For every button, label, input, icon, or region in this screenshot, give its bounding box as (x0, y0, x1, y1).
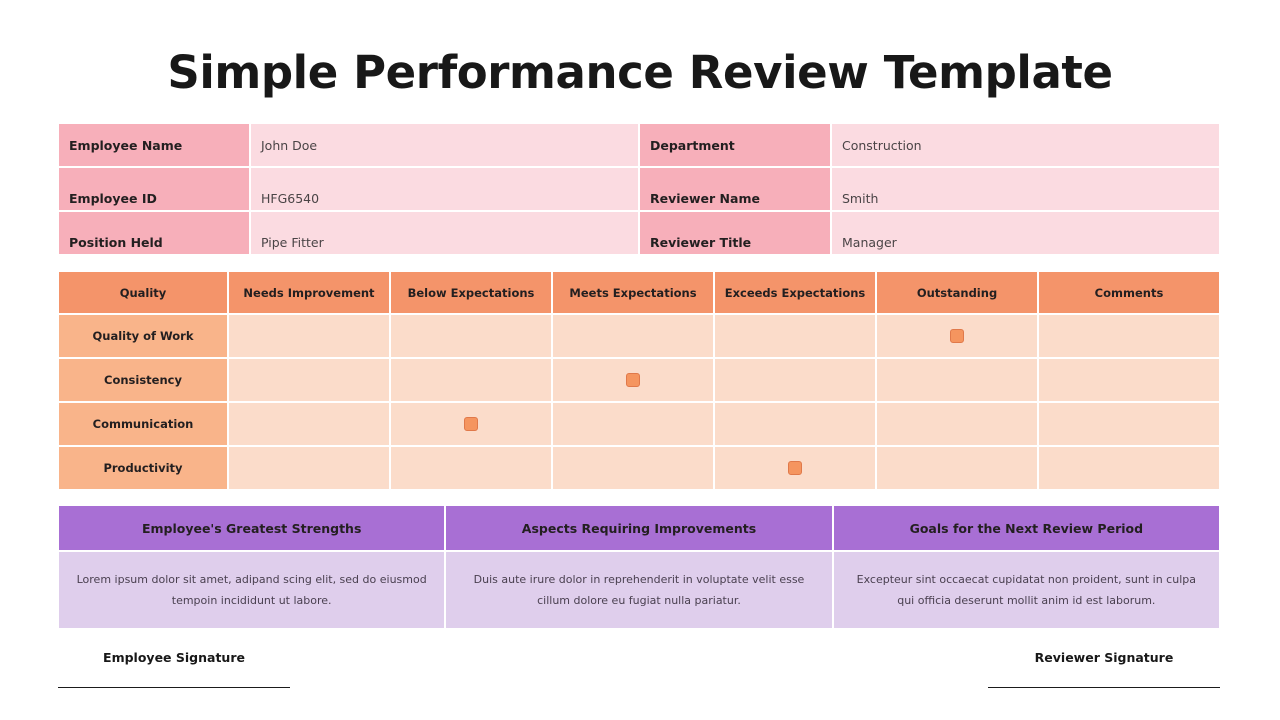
performance-rating-table: Quality Needs Improvement Below Expectat… (59, 272, 1219, 489)
rating-cell-quality-of-work-needs-improvement[interactable] (229, 315, 389, 357)
field-label-reviewer-name: Reviewer Name (640, 168, 830, 210)
row-label-consistency: Consistency (59, 359, 227, 401)
rating-cell-quality-of-work-outstanding[interactable] (877, 315, 1037, 357)
column-header-outstanding: Outstanding (877, 272, 1037, 313)
checkbox-checked-icon[interactable] (464, 417, 478, 431)
field-value-reviewer-name[interactable]: Smith (832, 168, 1219, 210)
info-pair-left: Employee Name John Doe (59, 124, 638, 166)
rating-cell-quality-of-work-below-expectations[interactable] (391, 315, 551, 357)
rating-cell-productivity-needs-improvement[interactable] (229, 447, 389, 489)
rating-cell-quality-of-work-meets-expectations[interactable] (553, 315, 713, 357)
table-row: Communication (59, 403, 1219, 445)
row-label-quality-of-work: Quality of Work (59, 315, 227, 357)
rating-cell-communication-meets-expectations[interactable] (553, 403, 713, 445)
rating-cell-communication-exceeds-expectations[interactable] (715, 403, 875, 445)
column-header-exceeds-expectations: Exceeds Expectations (715, 272, 875, 313)
table-row: Employee ID HFG6540 Reviewer Name Smith (59, 168, 1219, 210)
comments-cell-communication[interactable] (1039, 403, 1219, 445)
panel-aspects-requiring-improvements: Aspects Requiring Improvements Duis aute… (446, 506, 832, 628)
row-label-communication: Communication (59, 403, 227, 445)
field-value-employee-name[interactable]: John Doe (251, 124, 638, 166)
table-row: Consistency (59, 359, 1219, 401)
column-header-needs-improvement: Needs Improvement (229, 272, 389, 313)
table-row: Employee Name John Doe Department Constr… (59, 124, 1219, 166)
panel-goals-next-review-period: Goals for the Next Review Period Excepte… (833, 506, 1219, 628)
rating-cell-consistency-exceeds-expectations[interactable] (715, 359, 875, 401)
table-header-row: Quality Needs Improvement Below Expectat… (59, 272, 1219, 313)
comments-cell-quality-of-work[interactable] (1039, 315, 1219, 357)
info-pair-right: Department Construction (640, 124, 1219, 166)
info-pair-right: Reviewer Title Manager (640, 212, 1219, 254)
table-row: Productivity (59, 447, 1219, 489)
field-label-employee-id: Employee ID (59, 168, 249, 210)
panel-body-goals-next-review-period[interactable]: Excepteur sint occaecat cupidatat non pr… (833, 552, 1219, 628)
reviewer-signature-line[interactable] (988, 687, 1220, 688)
field-label-position-held: Position Held (59, 212, 249, 254)
field-value-department[interactable]: Construction (832, 124, 1219, 166)
rating-cell-consistency-meets-expectations[interactable] (553, 359, 713, 401)
field-value-reviewer-title[interactable]: Manager (832, 212, 1219, 254)
panel-heading-greatest-strengths: Employee's Greatest Strengths (59, 506, 445, 550)
checkbox-checked-icon[interactable] (950, 329, 964, 343)
field-value-position-held[interactable]: Pipe Fitter (251, 212, 638, 254)
employee-info-table: Employee Name John Doe Department Constr… (59, 124, 1219, 254)
rating-cell-consistency-needs-improvement[interactable] (229, 359, 389, 401)
info-pair-left: Employee ID HFG6540 (59, 168, 638, 210)
column-header-comments: Comments (1039, 272, 1219, 313)
panel-heading-aspects-requiring-improvements: Aspects Requiring Improvements (446, 506, 832, 550)
rating-cell-communication-below-expectations[interactable] (391, 403, 551, 445)
narrative-panels: Employee's Greatest Strengths Lorem ipsu… (59, 506, 1219, 628)
field-label-reviewer-title: Reviewer Title (640, 212, 830, 254)
page-title: Simple Performance Review Template (167, 46, 1113, 99)
employee-signature-block: Employee Signature (58, 650, 290, 702)
panel-body-greatest-strengths[interactable]: Lorem ipsum dolor sit amet, adipand scin… (59, 552, 445, 628)
checkbox-checked-icon[interactable] (626, 373, 640, 387)
column-header-below-expectations: Below Expectations (391, 272, 551, 313)
row-label-productivity: Productivity (59, 447, 227, 489)
reviewer-signature-label: Reviewer Signature (1034, 650, 1174, 665)
checkbox-checked-icon[interactable] (788, 461, 802, 475)
employee-signature-line[interactable] (58, 687, 290, 688)
field-label-employee-name: Employee Name (59, 124, 249, 166)
rating-cell-productivity-outstanding[interactable] (877, 447, 1037, 489)
info-pair-left: Position Held Pipe Fitter (59, 212, 638, 254)
rating-cell-productivity-below-expectations[interactable] (391, 447, 551, 489)
panel-greatest-strengths: Employee's Greatest Strengths Lorem ipsu… (59, 506, 445, 628)
rating-cell-quality-of-work-exceeds-expectations[interactable] (715, 315, 875, 357)
field-value-employee-id[interactable]: HFG6540 (251, 168, 638, 210)
comments-cell-productivity[interactable] (1039, 447, 1219, 489)
rating-cell-consistency-below-expectations[interactable] (391, 359, 551, 401)
rating-cell-communication-outstanding[interactable] (877, 403, 1037, 445)
table-row: Position Held Pipe Fitter Reviewer Title… (59, 212, 1219, 254)
field-label-department: Department (640, 124, 830, 166)
rating-cell-productivity-meets-expectations[interactable] (553, 447, 713, 489)
column-header-quality: Quality (59, 272, 227, 313)
comments-cell-consistency[interactable] (1039, 359, 1219, 401)
rating-cell-communication-needs-improvement[interactable] (229, 403, 389, 445)
rating-cell-consistency-outstanding[interactable] (877, 359, 1037, 401)
reviewer-signature-block: Reviewer Signature (988, 650, 1220, 702)
rating-cell-productivity-exceeds-expectations[interactable] (715, 447, 875, 489)
employee-signature-label: Employee Signature (103, 650, 245, 665)
table-row: Quality of Work (59, 315, 1219, 357)
info-pair-right: Reviewer Name Smith (640, 168, 1219, 210)
panel-heading-goals-next-review-period: Goals for the Next Review Period (833, 506, 1219, 550)
panel-body-aspects-requiring-improvements[interactable]: Duis aute irure dolor in reprehenderit i… (446, 552, 832, 628)
column-header-meets-expectations: Meets Expectations (553, 272, 713, 313)
